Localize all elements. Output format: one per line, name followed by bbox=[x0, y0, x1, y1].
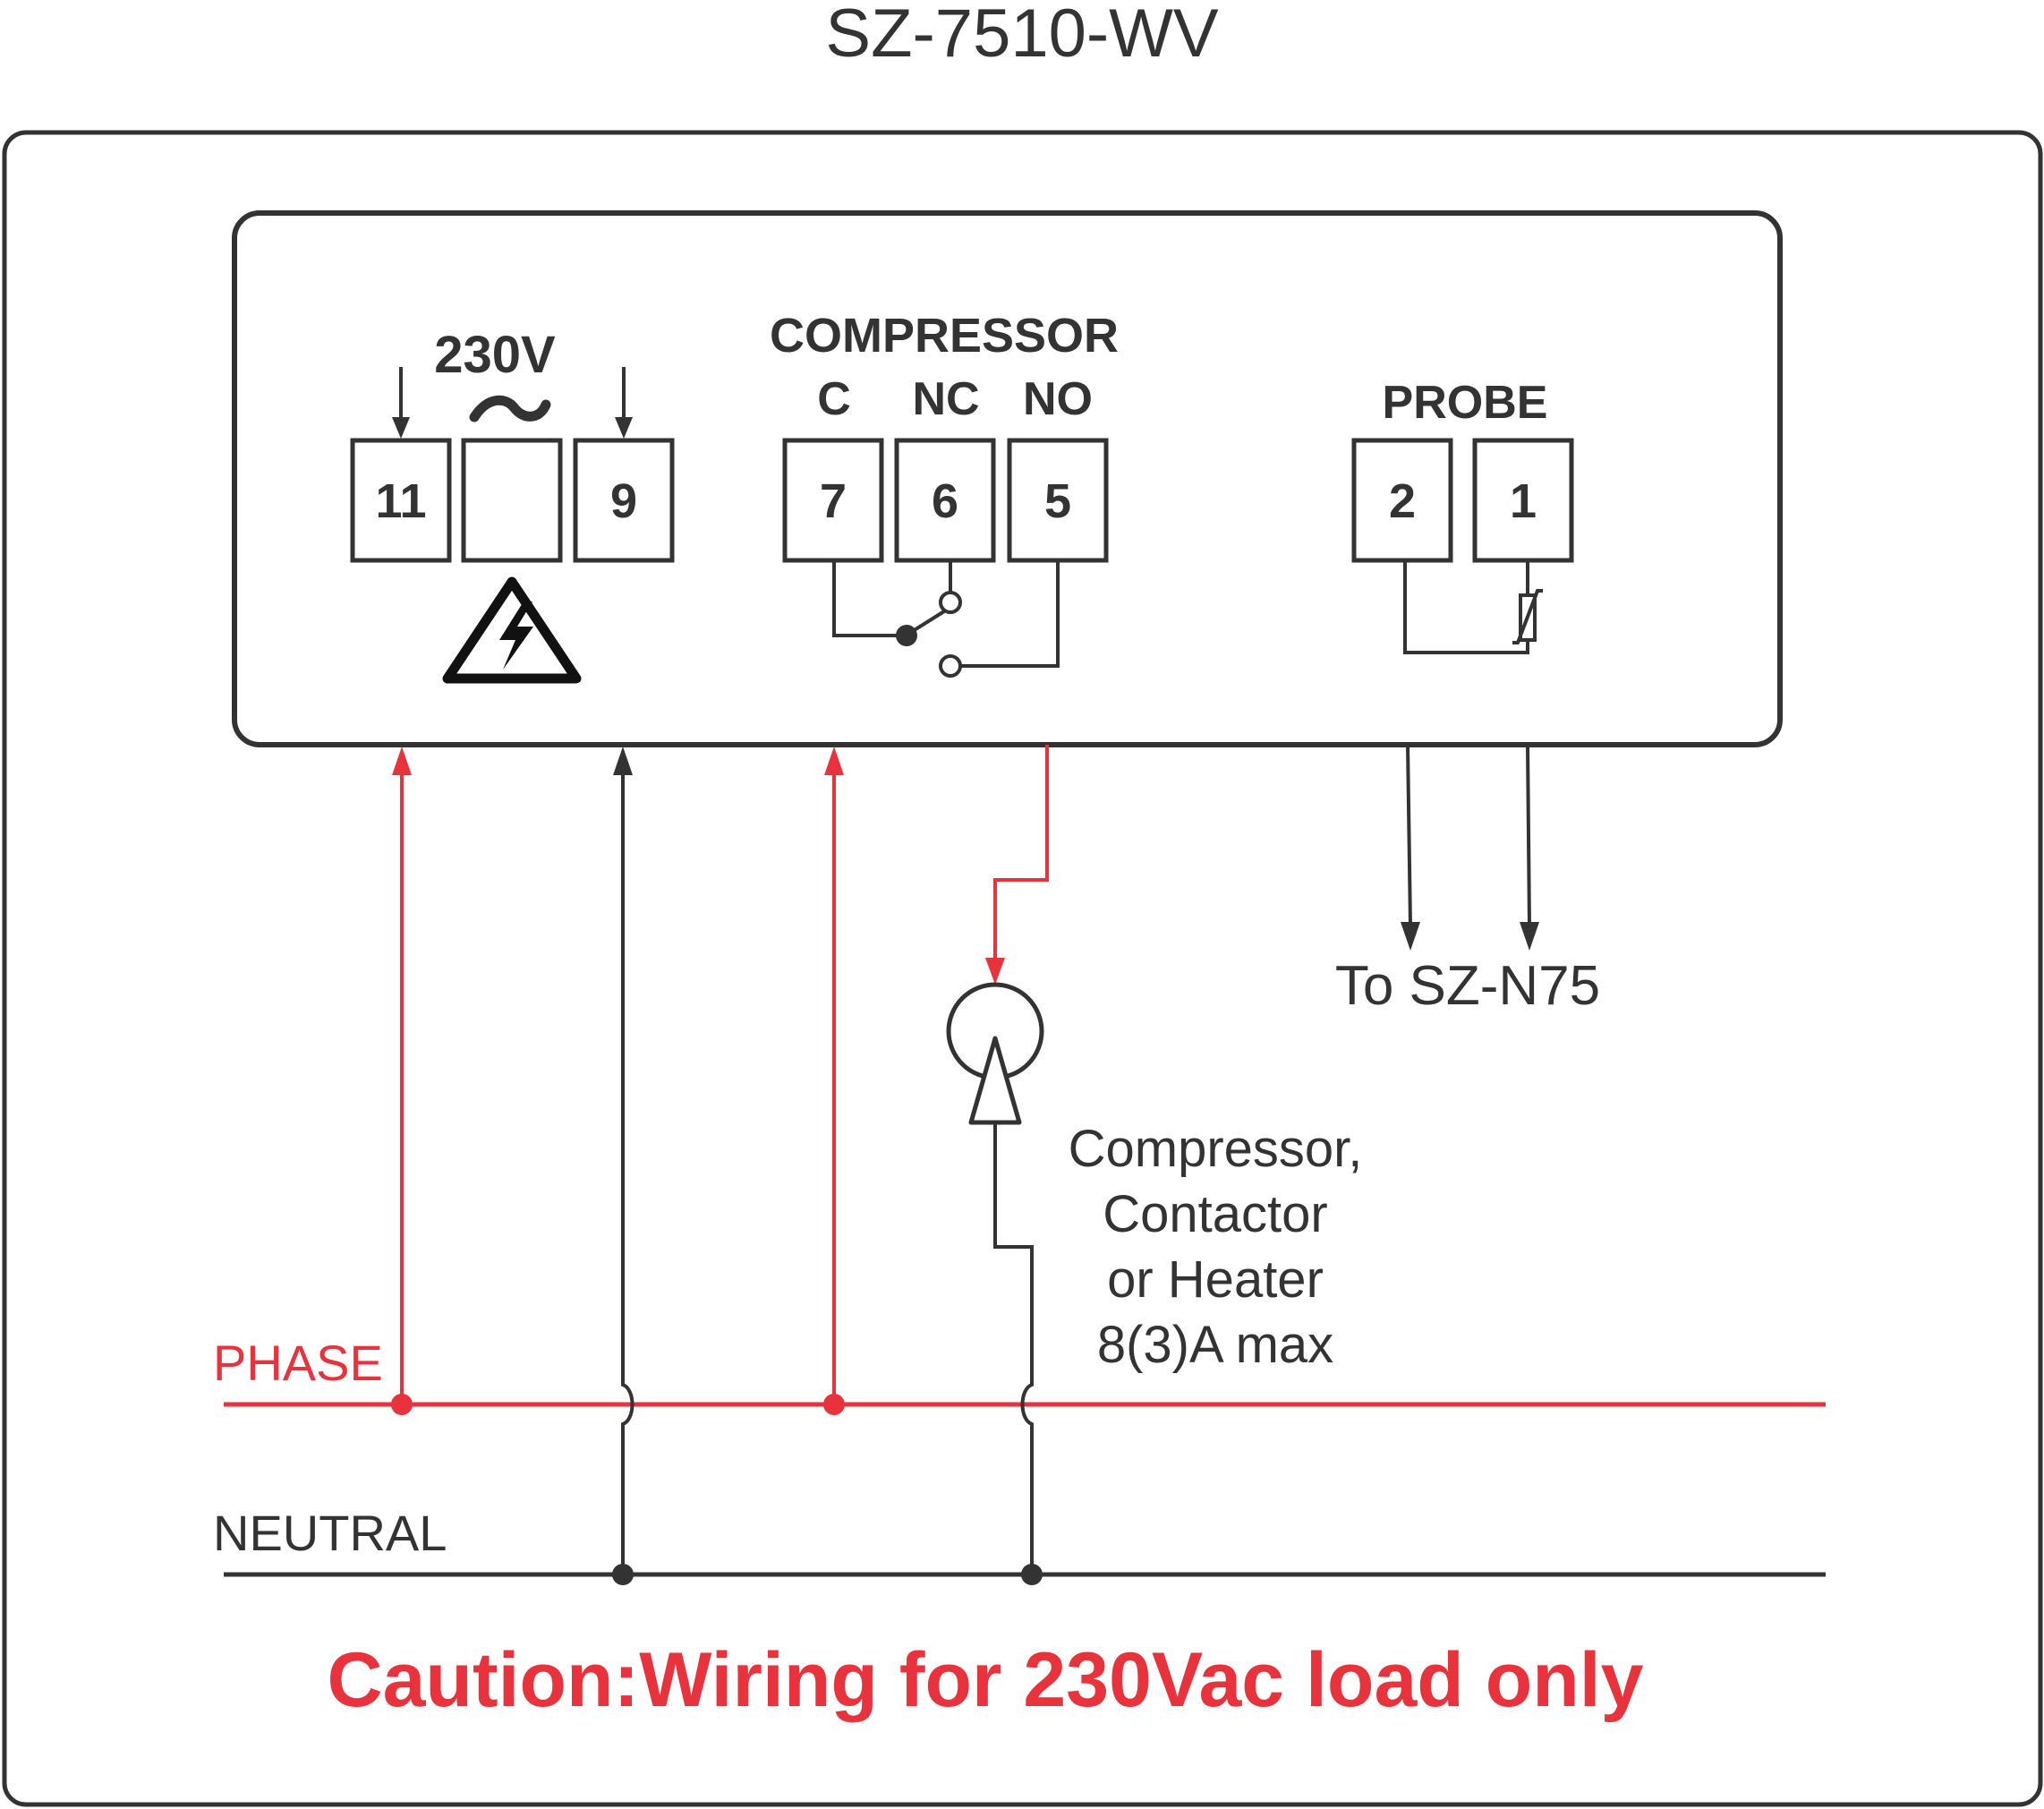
contact-no-label: NO bbox=[1023, 373, 1093, 425]
terminal-9-label: 9 bbox=[610, 474, 637, 528]
terminal-6-label: 6 bbox=[932, 474, 958, 528]
down-arrow-icon bbox=[1520, 744, 1539, 951]
load-line: Compressor, bbox=[1069, 1120, 1363, 1178]
outer-enclosure bbox=[2, 130, 2043, 1807]
load-line: or Heater bbox=[1107, 1250, 1324, 1309]
wire-load-to-neutral bbox=[993, 1122, 1043, 1585]
controller-body bbox=[232, 210, 1783, 747]
diagram-title: SZ-7510-WV bbox=[825, 0, 1219, 72]
contact-nc-label: NC bbox=[912, 373, 979, 425]
power-section: 230V 11 9 bbox=[350, 326, 675, 684]
terminal-11 bbox=[350, 438, 452, 563]
terminal-1-label: 1 bbox=[1510, 474, 1537, 528]
compressor-label: COMPRESSOR bbox=[770, 309, 1119, 363]
probe-label: PROBE bbox=[1383, 377, 1548, 429]
wire-5-to-load bbox=[985, 745, 1049, 985]
terminal-7-label: 7 bbox=[820, 474, 847, 528]
terminal-6 bbox=[894, 438, 996, 563]
load-line: 8(3)A max bbox=[1097, 1316, 1333, 1374]
bus-lines: PHASE NEUTRAL bbox=[213, 1335, 1826, 1577]
down-arrow-icon bbox=[392, 367, 410, 439]
contact-c-label: C bbox=[817, 373, 851, 425]
load-description: Compressor, Contactor or Heater 8(3)A ma… bbox=[1069, 1120, 1363, 1374]
thermistor-probe-icon bbox=[1403, 560, 1543, 654]
high-voltage-warning-icon bbox=[442, 576, 582, 684]
terminal-11-label: 11 bbox=[375, 474, 426, 528]
terminal-5-label: 5 bbox=[1044, 474, 1071, 528]
ac-symbol-icon bbox=[469, 395, 551, 422]
terminal-2 bbox=[1351, 438, 1453, 563]
phase-label: PHASE bbox=[213, 1335, 383, 1391]
terminal-blank bbox=[461, 438, 563, 563]
probe-section: PROBE 2 1 To SZ-N75 bbox=[1335, 377, 1600, 1017]
wire-neutral-to-9 bbox=[612, 747, 634, 1585]
down-arrow-icon bbox=[1401, 744, 1420, 951]
wire-phase-to-7 bbox=[823, 747, 845, 1415]
terminal-2-label: 2 bbox=[1389, 474, 1416, 528]
terminal-9 bbox=[573, 438, 675, 563]
load-line: Contactor bbox=[1103, 1185, 1327, 1243]
terminal-1 bbox=[1472, 438, 1574, 563]
down-arrow-icon bbox=[615, 367, 633, 439]
caution-text: Caution:Wiring for 230Vac load only bbox=[328, 1637, 1644, 1723]
load-symbol-icon bbox=[946, 982, 1044, 1125]
voltage-label: 230V bbox=[434, 326, 556, 384]
neutral-label: NEUTRAL bbox=[213, 1505, 447, 1561]
compressor-section: COMPRESSOR C NC NO 7 6 5 bbox=[770, 309, 1119, 678]
probe-destination-label: To SZ-N75 bbox=[1335, 955, 1600, 1017]
wire-phase-to-11 bbox=[391, 747, 413, 1415]
relay-switch-icon bbox=[832, 560, 1060, 678]
